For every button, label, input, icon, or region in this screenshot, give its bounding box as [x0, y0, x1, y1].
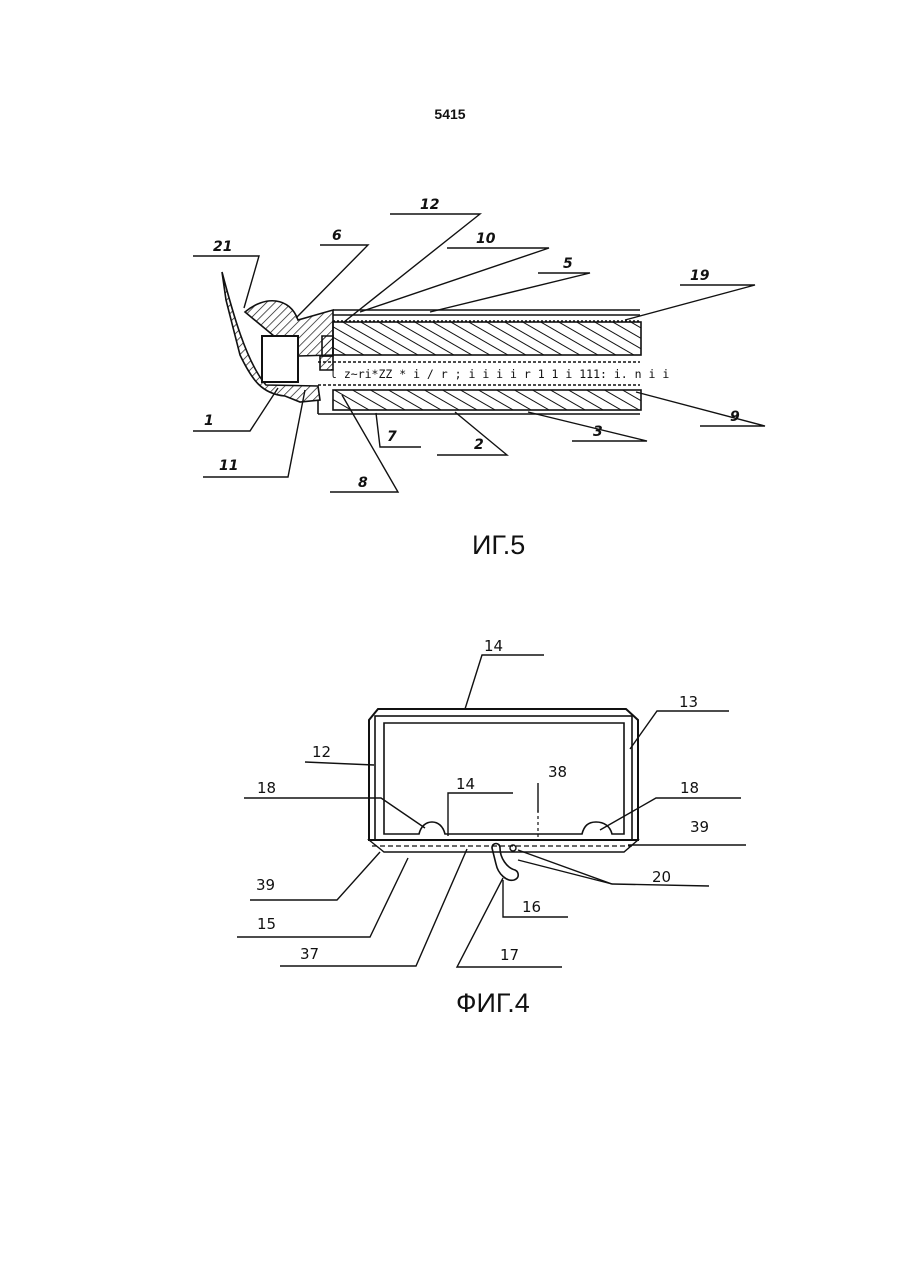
- label-38: 38: [548, 763, 567, 781]
- label-15: 15: [257, 915, 276, 933]
- label-13: 13: [679, 693, 698, 711]
- label-39-right: 39: [690, 818, 709, 836]
- label-16: 16: [522, 898, 541, 916]
- label-12: 12: [420, 197, 439, 213]
- frame-profile: [222, 272, 333, 402]
- figure-4-leaders: [237, 655, 746, 967]
- label-12: 12: [312, 743, 331, 761]
- label-5: 5: [563, 256, 573, 272]
- label-20: 20: [652, 868, 671, 886]
- label-3: 3: [593, 424, 603, 440]
- label-18-left: 18: [257, 779, 276, 797]
- figure-5-drawing: [222, 272, 641, 414]
- label-14-top: 14: [484, 637, 503, 655]
- label-11: 11: [219, 458, 238, 474]
- label-8: 8: [358, 475, 368, 491]
- label-2: 2: [474, 437, 484, 453]
- outer-frame: [369, 709, 638, 840]
- label-21: 21: [213, 239, 232, 255]
- label-14-bottom: 14: [456, 775, 475, 793]
- label-1: 1: [204, 413, 214, 429]
- label-39-left: 39: [256, 876, 275, 894]
- glass-pane: [384, 723, 624, 834]
- figure-4-drawing: [369, 709, 638, 880]
- label-10: 10: [476, 231, 496, 247]
- label-7: 7: [387, 429, 397, 445]
- label-17: 17: [500, 946, 519, 964]
- label-9: 9: [730, 409, 740, 425]
- label-18-right: 18: [680, 779, 699, 797]
- figure-5-caption: ИГ.5: [472, 530, 525, 561]
- hinge-element: [492, 844, 518, 881]
- figure-4-caption: ФИГ.4: [456, 988, 530, 1019]
- lower-panel: [318, 390, 641, 414]
- upper-panel: [333, 310, 641, 355]
- label-6: 6: [332, 228, 342, 244]
- label-19: 19: [690, 268, 710, 284]
- core-section-text: l z~ri*ZZ * i / r ; i i i i r 1 1 i 111:…: [330, 367, 669, 381]
- label-37: 37: [300, 945, 319, 963]
